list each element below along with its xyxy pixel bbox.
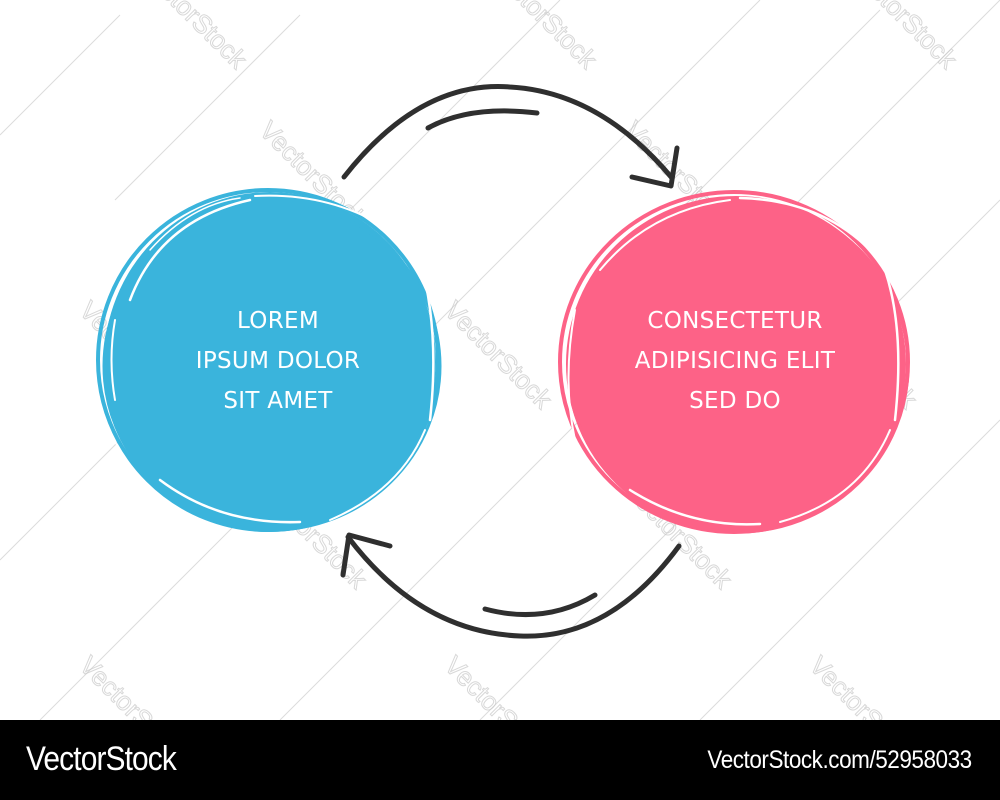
left-circle-line-1: LOREM — [237, 308, 319, 334]
left-circle-line-3: SIT AMET — [223, 388, 333, 414]
arrow-left-to-right — [341, 84, 680, 189]
footer-brand-logo: VectorStock — [26, 740, 177, 778]
footer-image-url: VectorStock.com/52958033 — [707, 746, 973, 774]
right-circle — [558, 190, 910, 534]
left-circle — [96, 188, 442, 532]
right-circle-line-1: CONSECTETUR — [647, 308, 823, 334]
right-circle-label: CONSECTETUR ADIPISICING ELIT SED DO — [585, 301, 885, 421]
right-circle-line-3: SED DO — [689, 388, 781, 414]
left-circle-label: LOREM IPSUM DOLOR SIT AMET — [128, 301, 428, 421]
left-circle-line-2: IPSUM DOLOR — [195, 348, 361, 374]
arrow-right-to-left — [340, 532, 682, 639]
diagram-shapes — [96, 84, 910, 639]
diagram-canvas: VectorStock VectorStock VectorStock Vect… — [0, 0, 1000, 770]
footer-bar: VectorStock VectorStock.com/52958033 — [0, 720, 1000, 800]
right-circle-line-2: ADIPISICING ELIT — [634, 348, 836, 374]
